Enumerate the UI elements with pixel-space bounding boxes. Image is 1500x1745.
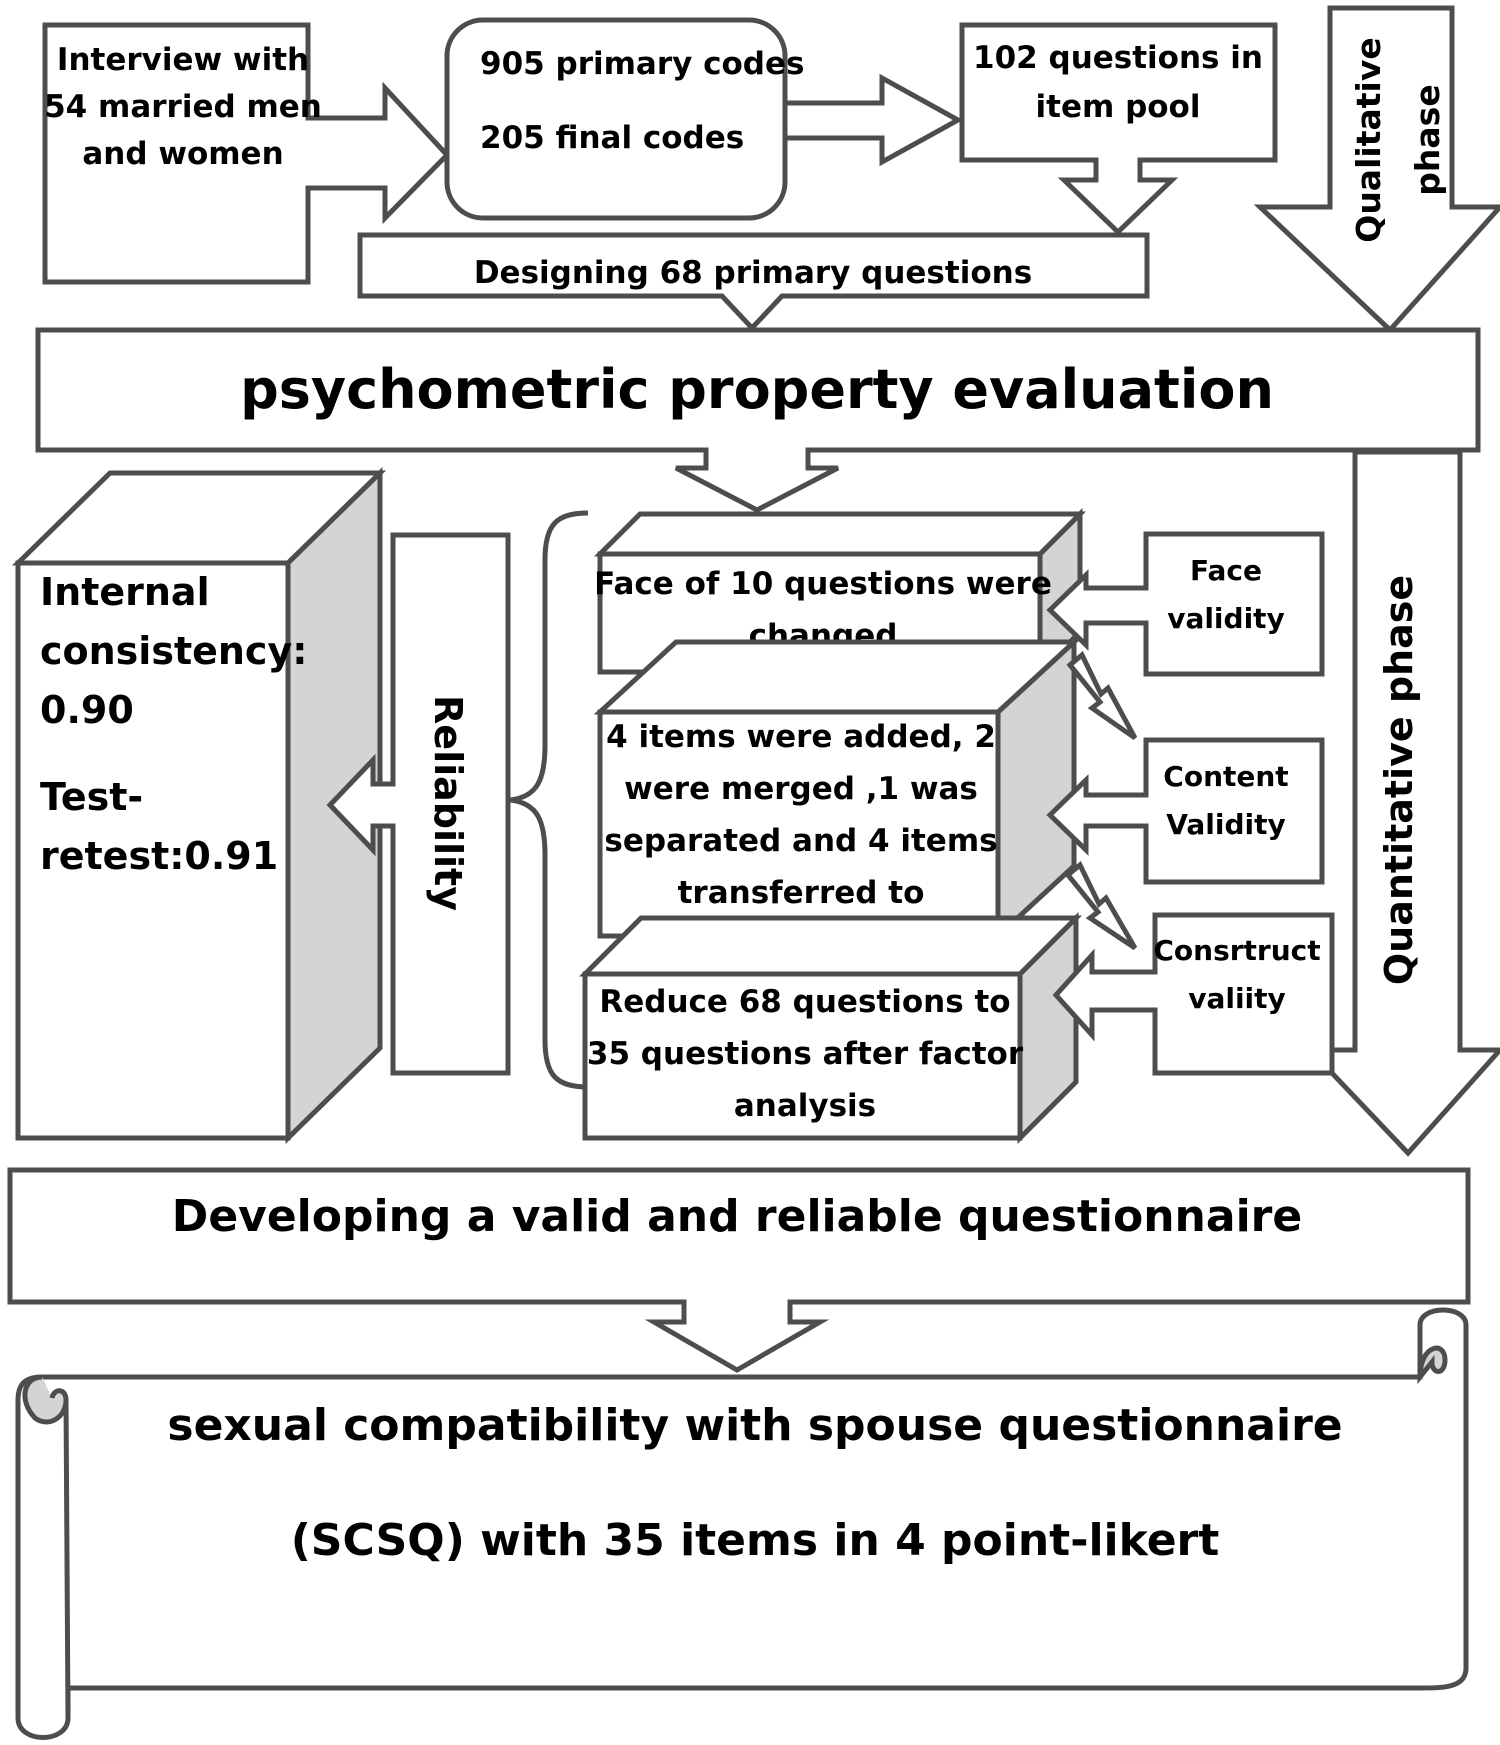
content-validity-line-2: Validity (1166, 808, 1286, 841)
grouping-brace (509, 510, 589, 1090)
results-line-5: retest:0.91 (40, 834, 278, 878)
results-block-front (15, 560, 291, 1141)
face-to-content-arrow (1066, 651, 1138, 741)
qualitative-label-line-2: phase (1408, 84, 1447, 195)
face-validity-line-1: Face (1190, 554, 1262, 587)
qualitative-arrow-shape (1253, 5, 1500, 334)
face-validity-step: Face validity (1046, 531, 1325, 677)
designing-step: Designing 68 primary questions (357, 232, 1150, 332)
interview-line-2: 54 married men (44, 89, 322, 125)
content-change-line-2: were merged ,1 was (624, 771, 978, 807)
construct-change-block: Reduce 68 questions to 35 questions afte… (578, 911, 1083, 1145)
designing-text: Designing 68 primary questions (474, 255, 1032, 291)
primary-codes-text: 905 primary codes (480, 46, 804, 82)
final-codes-text: 205 final codes (480, 120, 744, 156)
interview-line-3: and women (82, 136, 283, 172)
content-change-line-1: 4 items were added, 2 (606, 719, 996, 755)
construct-validity-step: Consrtruct valiity (1052, 912, 1335, 1076)
scroll-top-curl (1417, 1345, 1448, 1385)
construct-block-top (578, 915, 1083, 977)
content-validity-box (1046, 737, 1325, 885)
quantitative-label: Quantitative phase (1377, 575, 1421, 985)
construct-block-front (582, 971, 1023, 1141)
face-change-line-1: Face of 10 questions were (594, 566, 1052, 602)
item-pool-step: 102 questions in item pool (959, 22, 1278, 236)
quantitative-arrow-shape (1304, 449, 1500, 1157)
content-validity-step: Content Validity (1046, 737, 1325, 885)
codes-step: 905 primary codes 205 final codes (444, 17, 804, 221)
developing-text: Developing a valid and reliable question… (172, 1191, 1302, 1242)
reliability-arrow: Reliability (326, 532, 511, 1076)
face-block-top (593, 511, 1087, 557)
scsq-line-1: sexual compatibility with spouse questio… (167, 1400, 1342, 1451)
content-block-top (593, 639, 1081, 715)
item-pool-box (959, 22, 1278, 236)
face-change-block: Face of 10 questions were changed (593, 507, 1087, 679)
content-change-block: 4 items were added, 2 were merged ,1 was… (593, 636, 1081, 942)
content-validity-line-1: Content (1163, 760, 1288, 793)
content-change-line-3: separated and 4 items (604, 823, 997, 859)
construct-validity-line-1: Consrtruct (1153, 934, 1320, 967)
interview-line-1: Interview with (57, 42, 309, 78)
psychometric-title: psychometric property evaluation (240, 358, 1274, 421)
interview-box (42, 22, 451, 285)
construct-change-line-3: analysis (734, 1088, 876, 1124)
qualitative-phase-arrow: Qualitative phase (1253, 5, 1500, 334)
developing-step: Developing a valid and reliable question… (7, 1167, 1471, 1373)
scroll-left-curl (22, 1374, 69, 1425)
reliability-label: Reliability (426, 695, 470, 911)
reliability-results-block: Internal consistency: 0.90 Test- retest:… (11, 467, 387, 1144)
developing-box (7, 1167, 1471, 1373)
face-validity-line-2: validity (1167, 602, 1285, 635)
item-pool-line-1: 102 questions in (973, 40, 1263, 76)
quantitative-phase-arrow: Quantitative phase (1304, 449, 1500, 1157)
content-to-construct-arrow (1064, 861, 1138, 951)
qualitative-label-line-1: Qualitative (1349, 37, 1388, 242)
item-pool-line-2: item pool (1036, 89, 1201, 125)
psychometric-step: psychometric property evaluation (35, 327, 1481, 513)
scsq-scroll: sexual compatibility with spouse questio… (15, 1307, 1469, 1740)
results-line-4: Test- (40, 775, 143, 819)
results-line-3: 0.90 (40, 688, 134, 732)
codes-to-pool-arrow (782, 73, 964, 167)
designing-box (357, 232, 1150, 332)
interview-step: Interview with 54 married men and women (42, 22, 451, 285)
results-line-2: consistency: (40, 629, 307, 673)
scroll-left-edge (63, 1399, 71, 1719)
face-validity-box (1046, 531, 1325, 677)
content-change-line-4: transferred to (678, 875, 925, 911)
content-block-front (597, 709, 1001, 939)
scsq-line-2: (SCSQ) with 35 items in 4 point-likert (291, 1515, 1220, 1566)
construct-validity-line-2: valiity (1188, 982, 1286, 1015)
scroll-body (15, 1307, 1469, 1740)
reliability-arrow-shape (326, 532, 511, 1076)
results-line-1: Internal (40, 570, 210, 614)
psychometric-box (35, 327, 1481, 513)
construct-change-line-1: Reduce 68 questions to (599, 984, 1010, 1020)
construct-validity-box (1052, 912, 1335, 1076)
construct-change-line-2: 35 questions after factor (587, 1036, 1024, 1072)
